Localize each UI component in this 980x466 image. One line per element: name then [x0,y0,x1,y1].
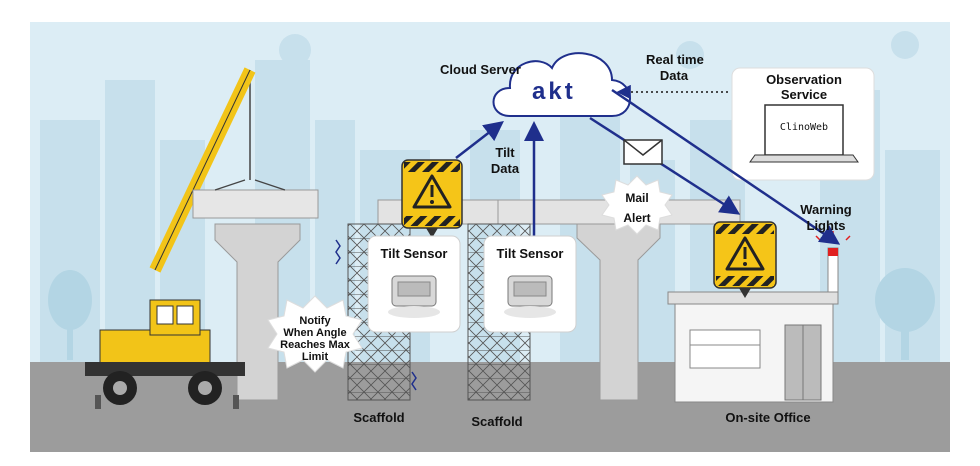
scaffold-label-1: Scaffold [353,410,405,425]
warning-light-lamp [828,248,838,256]
cloud-server-label: Cloud Server [440,62,521,77]
onsite-office-label: On-site Office [725,410,811,425]
akt-logo: akt [532,78,576,105]
warning-sign-right [713,221,777,298]
scaffold-label-2: Scaffold [471,414,523,429]
trees [48,268,935,360]
crane [85,67,319,409]
mail-envelope-icon [623,139,663,165]
data-arrows [455,84,841,245]
mail-alert-burst [601,175,673,235]
clinoweb-screen-text: ClinoWeb [779,122,829,133]
sensor-label-1: Tilt Sensor [380,246,448,261]
lifted-beam [192,189,319,219]
sensor-device-1 [388,275,440,318]
left-pier [214,223,301,401]
onsite-office-building [667,231,851,403]
warning-sign-left [401,159,463,238]
sensor-label-2: Tilt Sensor [496,246,564,261]
sensor-device-2 [504,275,556,318]
laptop-screen [764,104,844,156]
notify-burst [267,295,363,373]
right-pier [576,221,661,401]
